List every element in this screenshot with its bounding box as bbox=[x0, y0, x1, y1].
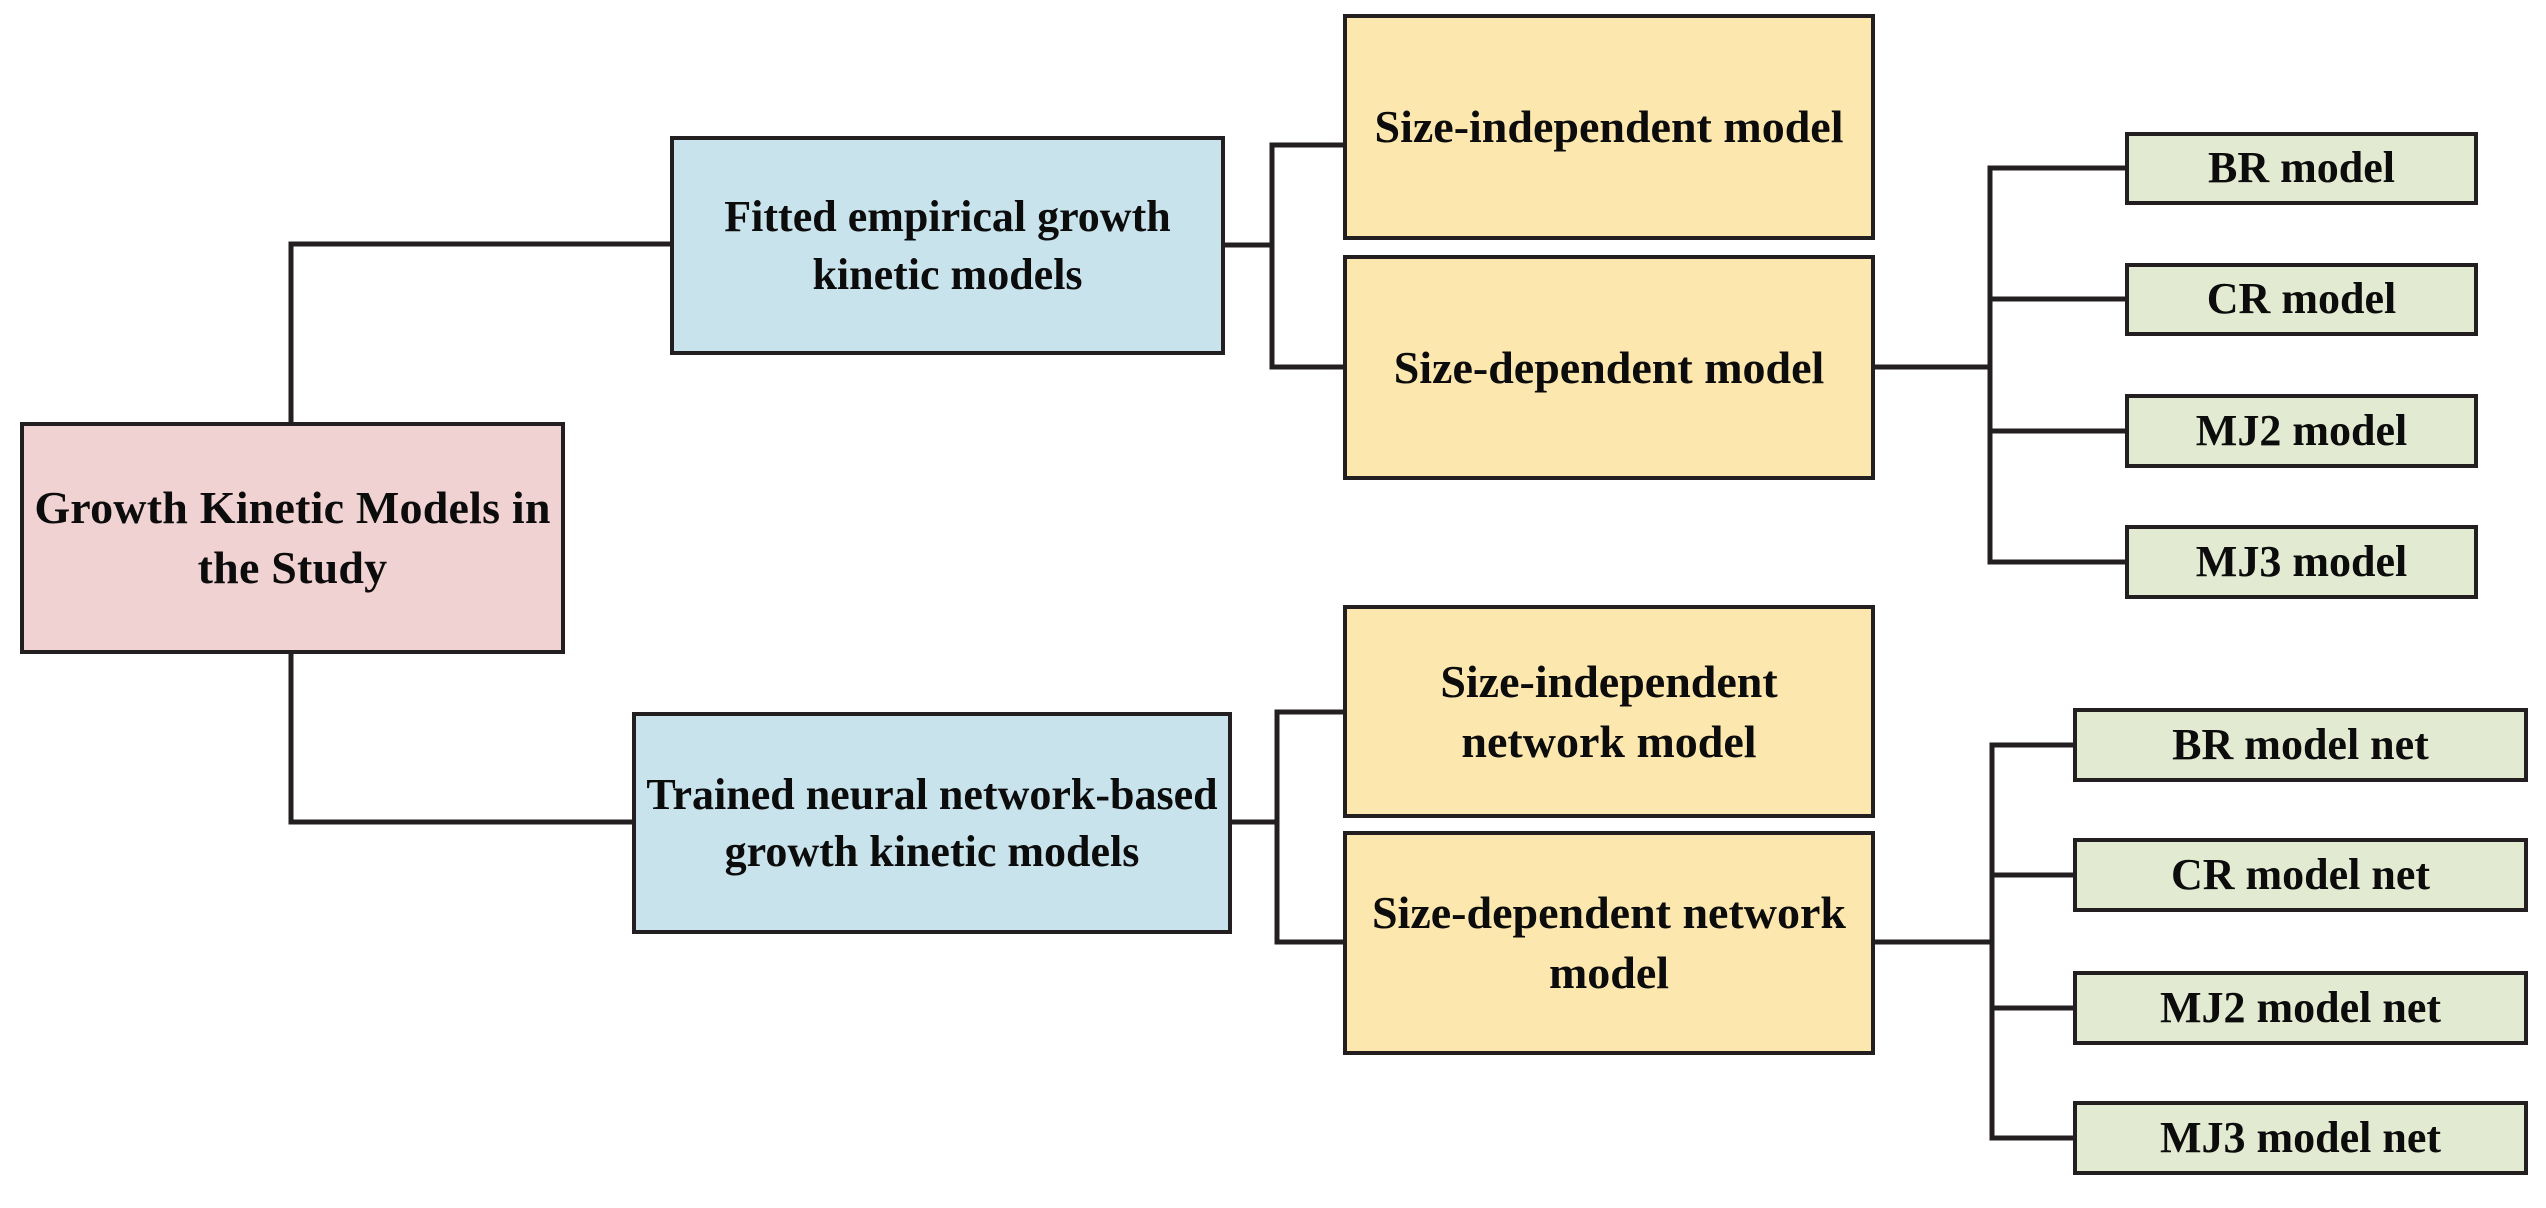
node-label: CR model bbox=[2206, 274, 2397, 324]
node-label: Size-dependent network model bbox=[1371, 887, 1847, 998]
node-label: Growth Kinetic Models in the Study bbox=[34, 482, 551, 593]
node-label: CR model net bbox=[2170, 849, 2431, 899]
node-mj2-model[interactable]: MJ2 model bbox=[2125, 394, 2478, 468]
node-label: BR model net bbox=[2172, 719, 2429, 769]
node-size-independent-model[interactable]: Size-independent model bbox=[1343, 14, 1875, 240]
node-label: Fitted empirical growth kinetic models bbox=[724, 192, 1171, 299]
node-size-dependent-model[interactable]: Size-dependent model bbox=[1343, 255, 1875, 480]
node-cr-model-net[interactable]: CR model net bbox=[2073, 838, 2528, 912]
node-size-independent-network-model[interactable]: Size-independent network model bbox=[1343, 605, 1875, 818]
node-mj2-model-net[interactable]: MJ2 model net bbox=[2073, 971, 2528, 1045]
node-fitted-empirical-growth-kinetic-models[interactable]: Fitted empirical growth kinetic models bbox=[670, 136, 1225, 355]
node-label: BR model bbox=[2208, 143, 2395, 193]
node-trained-neural-network-based-growth-kinetic-models[interactable]: Trained neural network-based growth kine… bbox=[632, 712, 1232, 934]
node-label: Size-independent model bbox=[1374, 101, 1844, 153]
node-mj3-model[interactable]: MJ3 model bbox=[2125, 525, 2478, 599]
node-size-dependent-network-model[interactable]: Size-dependent network model bbox=[1343, 831, 1875, 1055]
node-label: Size-dependent model bbox=[1393, 341, 1825, 393]
node-br-model[interactable]: BR model bbox=[2125, 132, 2478, 205]
node-label: MJ2 model bbox=[2195, 405, 2408, 455]
wire-root-to-neural bbox=[288, 651, 635, 825]
node-label: MJ3 model net bbox=[2159, 1112, 2442, 1162]
node-growth-kinetic-models-root[interactable]: Growth Kinetic Models in the Study bbox=[20, 422, 565, 654]
node-mj3-model-net[interactable]: MJ3 model net bbox=[2073, 1101, 2528, 1175]
node-label: Trained neural network-based growth kine… bbox=[646, 769, 1218, 876]
node-label: MJ2 model net bbox=[2159, 982, 2442, 1032]
node-label: Size-independent network model bbox=[1440, 655, 1778, 767]
wire-root-to-empirical bbox=[288, 241, 673, 425]
node-cr-model[interactable]: CR model bbox=[2125, 263, 2478, 336]
node-br-model-net[interactable]: BR model net bbox=[2073, 708, 2528, 782]
node-label: MJ3 model bbox=[2195, 536, 2408, 586]
